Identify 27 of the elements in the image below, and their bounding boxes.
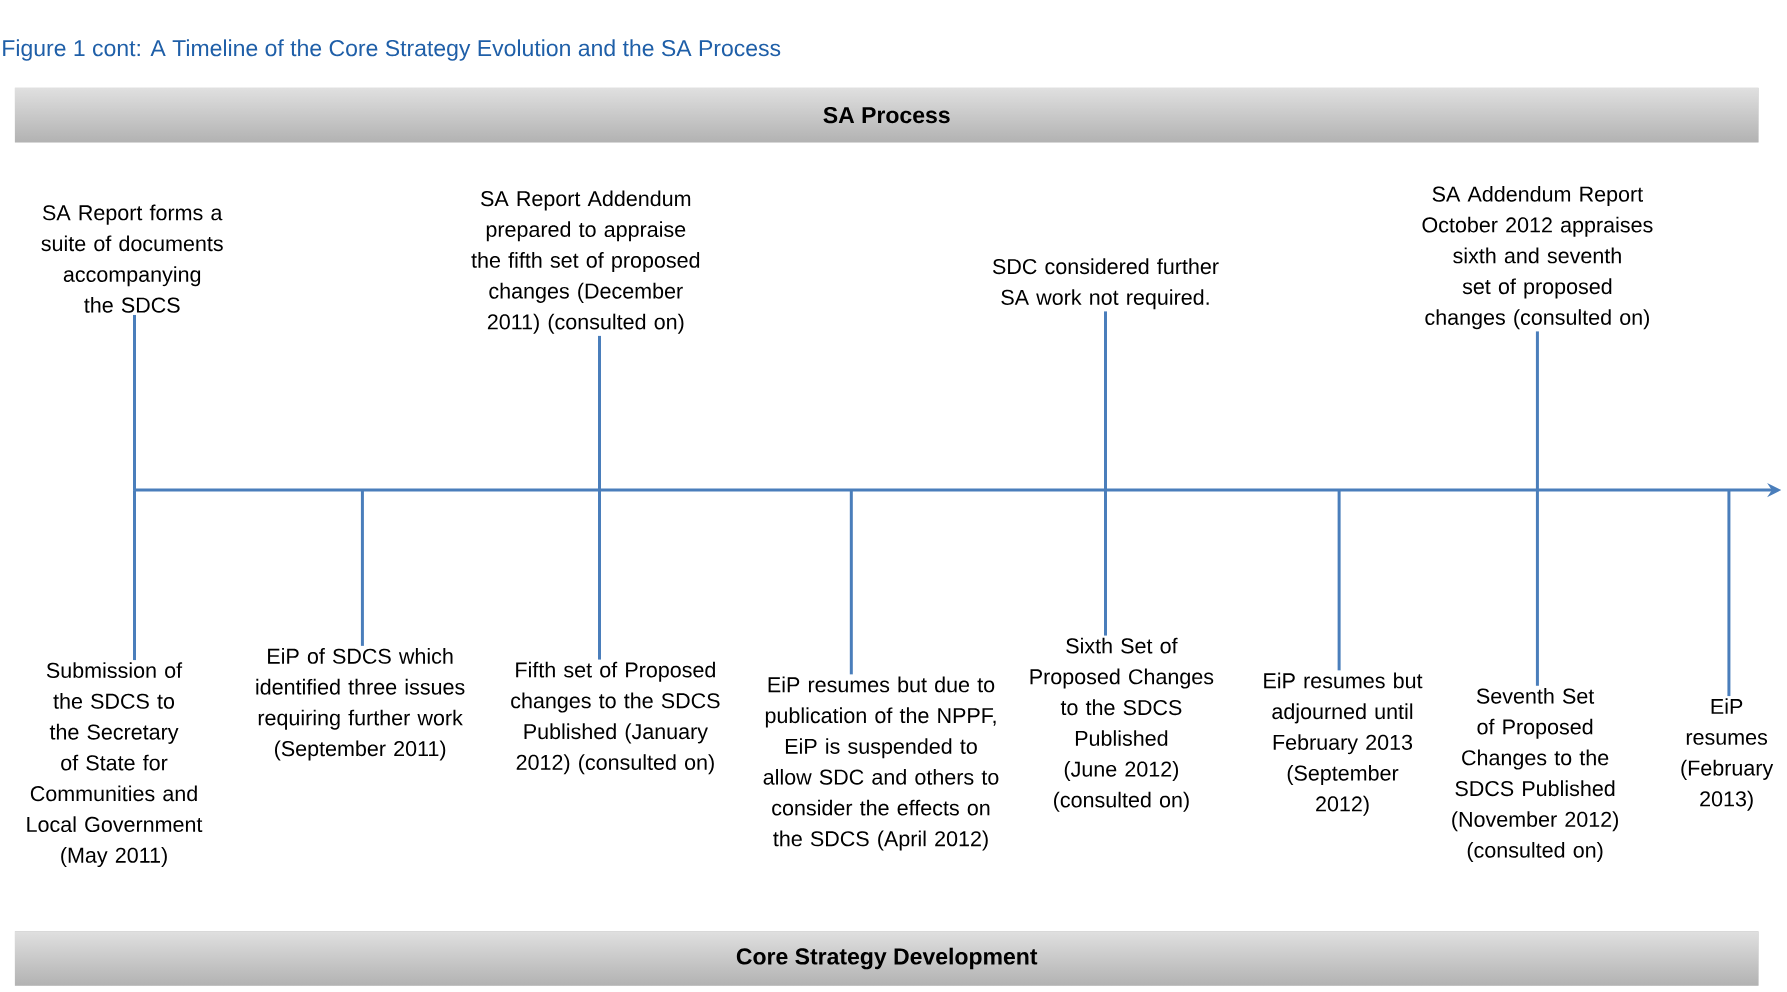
tick-line	[1727, 490, 1731, 697]
event-text: Fifth set of Proposed changes to the SDCS Published (January 2012) (consulted on)	[511, 661, 720, 775]
tick-line	[1535, 331, 1539, 491]
event-text: Sixth Set of Proposed Changes to the SDCS Published (June 2012) (consulted on)	[1030, 637, 1214, 812]
tick-line	[1104, 490, 1107, 636]
event-text: SA Report forms a suite of documents accompanying the SDCS	[41, 204, 223, 313]
tick-line	[1535, 490, 1539, 686]
event-text: EiP resumes (February 2013)	[1681, 698, 1774, 811]
tick-line	[1337, 490, 1341, 671]
section-band: SA Process	[14, 87, 1759, 143]
event-text: SA Addendum Report October 2012 appraises sixth and seventh set of proposed changes (consulted on)	[1422, 185, 1653, 330]
tick-line	[133, 314, 136, 491]
tick-line	[133, 490, 136, 661]
tick-line	[598, 335, 601, 491]
event-text: Seventh Set of Proposed Changes to the SDCS Published (November 2012) (consulted on)	[1452, 687, 1618, 862]
event-text: Submission of the SDCS to the Secretary of State for Communities and Local Government (May 2011)	[27, 662, 203, 868]
event-text: EiP resumes but due to publication of the NPPF, EiP is suspended to allow SDC and others to consider the effects on the SDCS (April 2012)	[763, 676, 999, 851]
event-text: SA Report Addendum prepared to appraise the fifth set of proposed changes (December 2011) (consulted on)	[471, 190, 700, 334]
section-band: Core Strategy Development	[14, 931, 1759, 986]
figure-title: Figure 1 cont: A Timeline of the Core Strategy Evolution and the SA Process	[3, 39, 781, 61]
event-text: EiP resumes but adjourned until February 2013 (September 2012)	[1264, 672, 1423, 816]
tick-line	[1104, 311, 1107, 491]
tick-line	[849, 490, 853, 675]
tick-line	[360, 490, 364, 646]
tick-line	[598, 490, 601, 660]
event-text: SDC considered further SA work not required.	[992, 258, 1219, 310]
event-text: EiP of SDCS which identified three issues requiring further work (September 2011)	[256, 648, 465, 761]
